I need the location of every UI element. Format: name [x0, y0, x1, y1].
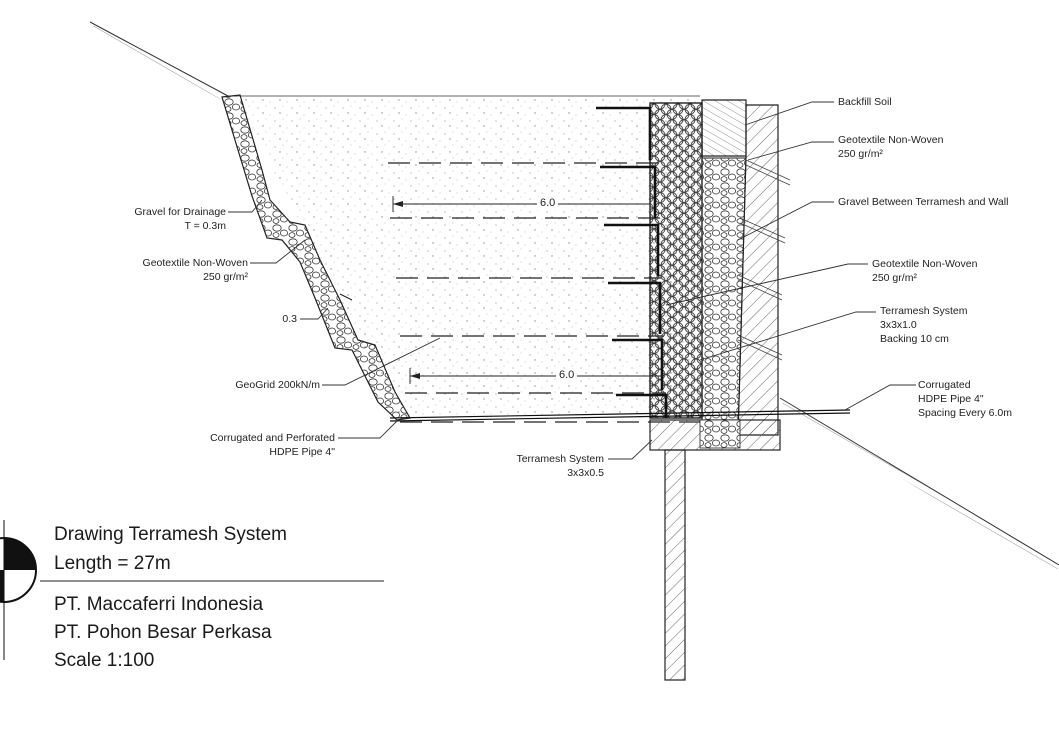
label-terramesh-base: Terramesh System 3x3x0.5: [516, 452, 604, 480]
terramesh-base-size: 3x3x0.5: [567, 467, 604, 479]
pile: [664, 449, 686, 681]
drawing-scale: Scale 1:100: [54, 650, 155, 671]
geotextile-right-name: Geotextile Non-Woven: [872, 258, 978, 270]
dimension-upper: [392, 196, 650, 212]
ground-slope-right: [779, 397, 1059, 573]
label-corrugated-pipe-right: Corrugated HDPE Pipe 4" Spacing Every 6.…: [918, 378, 1012, 420]
perforated-pipe-spec: HDPE Pipe 4": [269, 446, 335, 458]
geotextile-top-name: Geotextile Non-Woven: [838, 134, 944, 146]
drainage-pipe: [389, 409, 851, 422]
section-mark-symbol: [0, 520, 37, 660]
terramesh-base-name: Terramesh System: [516, 453, 604, 465]
label-geotextile-left: Geotextile Non-Woven 250 gr/m²: [143, 256, 248, 284]
drawing-title: Drawing Terramesh System: [54, 524, 288, 545]
dimension-lower-label: 6.0: [556, 369, 578, 382]
leaders-right: [608, 101, 916, 460]
gravel-drainage-name: Gravel for Drainage: [134, 206, 226, 218]
terramesh-main-size: 3x3x1.0: [880, 319, 917, 331]
corrugated-pipe-right-spacing: Spacing Every 6.0m: [918, 407, 1012, 419]
dimension-upper-label: 6.0: [537, 197, 559, 210]
geotextile-top-spec: 250 gr/m²: [838, 148, 883, 160]
geotextile-left-spec: 250 gr/m²: [203, 271, 248, 283]
weep-lines: [737, 159, 791, 361]
label-terramesh-main: Terramesh System 3x3x1.0 Backing 10 cm: [880, 304, 968, 346]
terramesh-hooks: [596, 106, 668, 418]
perforated-pipe-name: Corrugated and Perforated: [210, 432, 335, 444]
company-name-2: PT. Pohon Besar Perkasa: [54, 622, 272, 643]
terramesh-main-name: Terramesh System: [880, 305, 968, 317]
label-backfill-soil: Backfill Soil: [838, 96, 892, 108]
label-geotextile-right: Geotextile Non-Woven 250 gr/m²: [872, 257, 977, 285]
terramesh-main-backing: Backing 10 cm: [880, 333, 949, 345]
ground-slope-left: [89, 21, 229, 102]
label-gravel-between: Gravel Between Terramesh and Wall: [838, 196, 1009, 208]
label-perforated-pipe: Corrugated and Perforated HDPE Pipe 4": [210, 431, 335, 459]
backfill-soil-region: [228, 96, 700, 418]
corrugated-pipe-right-name: Corrugated: [918, 379, 971, 391]
label-geotextile-top: Geotextile Non-Woven 250 gr/m²: [838, 133, 943, 161]
gravel-drainage-thickness: T = 0.3m: [184, 220, 226, 232]
label-geogrid: GeoGrid 200kN/m: [235, 379, 320, 391]
backfill-soil-cap: [701, 99, 747, 157]
geotextile-right-spec: 250 gr/m²: [872, 272, 917, 284]
corrugated-pipe-right-spec: HDPE Pipe 4": [918, 393, 984, 405]
company-name-1: PT. Maccaferri Indonesia: [54, 594, 264, 615]
leaders-left: [228, 199, 441, 439]
label-thickness: 0.3: [282, 313, 297, 325]
label-gravel-drainage: Gravel for Drainage T = 0.3m: [134, 205, 226, 233]
geotextile-left-name: Geotextile Non-Woven: [142, 257, 248, 269]
dimension-lower: [409, 368, 664, 384]
drawing-length: Length = 27m: [54, 553, 171, 574]
